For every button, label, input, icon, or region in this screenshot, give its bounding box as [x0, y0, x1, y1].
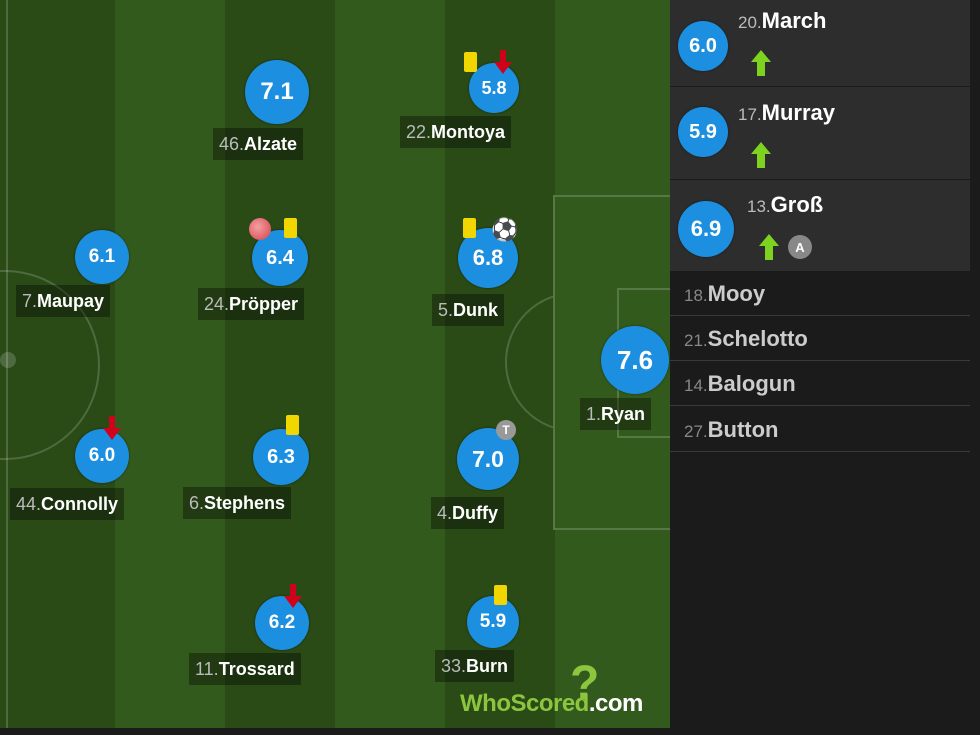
player-number: 17.	[738, 105, 762, 124]
player-name: Maupay	[37, 291, 105, 311]
player-name: Button	[707, 417, 779, 442]
player-number: 18.	[684, 286, 708, 305]
substitute-gross[interactable]: 6.9 13.Groß A	[670, 180, 970, 272]
player-number: 46.	[219, 134, 245, 154]
unused-sub-mooy[interactable]: 18.Mooy	[670, 272, 970, 316]
logo-text: WhoScored.com	[460, 690, 643, 718]
player-name-box: 33.Burn	[435, 650, 515, 682]
logo-text-domain: .com	[588, 690, 644, 717]
player-rating: 6.1	[75, 230, 129, 284]
player-number: 20.	[738, 13, 762, 32]
player-name: Montoya	[431, 122, 506, 142]
centre-spot	[0, 352, 16, 368]
player-name: Duffy	[452, 503, 499, 523]
player-number: 13.	[747, 197, 771, 216]
sub-on-icon	[751, 50, 771, 76]
player-number: 11.	[195, 659, 219, 679]
yellow-card-icon	[463, 218, 476, 238]
player-rating: 7.6	[601, 326, 669, 394]
bottom-border	[0, 728, 980, 735]
unused-sub-button[interactable]: 27.Button	[670, 408, 970, 452]
player-number: 24.	[204, 294, 230, 314]
unused-sub-balogun[interactable]: 14.Balogun	[670, 362, 970, 406]
player-rating: 6.9	[678, 201, 734, 257]
substitute-murray[interactable]: 5.9 17.Murray	[670, 87, 970, 180]
player-name-box: 46.Alzate	[213, 128, 304, 160]
logo-text-main: WhoScored	[460, 690, 589, 717]
goal-ball-icon: ⚽	[491, 217, 519, 242]
player-number: 1.	[586, 404, 602, 424]
sub-off-icon	[103, 416, 121, 440]
player-number: 44.	[16, 494, 42, 514]
player-name: Burn	[466, 656, 509, 676]
player-rating: 6.2	[255, 596, 309, 650]
substitute-march[interactable]: 6.0 20.March	[670, 0, 970, 87]
player-rating: 5.8	[469, 63, 519, 113]
player-name: Mooy	[707, 281, 766, 306]
player-name-box: 1.Ryan	[580, 398, 652, 430]
player-rating: 6.8	[458, 228, 518, 288]
player-name: Dunk	[453, 300, 499, 320]
player-name-box: 5.Dunk	[432, 294, 505, 326]
substitute-name: 20.March	[738, 8, 826, 34]
whoscored-logo: ? WhoScored.com	[460, 657, 660, 718]
player-number: 14.	[684, 376, 708, 395]
player-name-box: 4.Duffy	[431, 497, 505, 529]
yellow-card-icon	[286, 415, 299, 435]
player-rating: 6.3	[253, 429, 309, 485]
substitute-name: 17.Murray	[738, 100, 835, 126]
sub-on-icon	[759, 234, 779, 260]
player-number: 6.	[189, 493, 205, 513]
player-number: 33.	[441, 656, 467, 676]
player-rating: 6.0	[678, 21, 728, 71]
player-name: Groß	[770, 192, 824, 217]
player-name-box: 11.Trossard	[189, 653, 301, 685]
player-name: Alzate	[244, 134, 298, 154]
player-name: Balogun	[707, 371, 796, 396]
substitute-name: 13.Groß	[747, 192, 823, 218]
pitch: 7.1 46.Alzate 5.8 22.Montoya 6.1 7.Maupa…	[0, 0, 670, 728]
player-name: Trossard	[218, 659, 295, 679]
player-rating: 5.9	[678, 107, 728, 157]
player-rating: 6.0	[75, 429, 129, 483]
player-name: Pröpper	[229, 294, 299, 314]
player-rating: 5.9	[467, 596, 519, 648]
player-number: 22.	[406, 122, 432, 142]
player-name: Murray	[761, 100, 835, 125]
player-name: March	[761, 8, 827, 33]
boot-icon	[249, 218, 271, 240]
substitutes-panel: 6.0 20.March 5.9 17.Murray 6.9 13.Groß A…	[670, 0, 980, 735]
player-rating: 7.1	[245, 60, 309, 124]
yellow-card-icon	[494, 585, 507, 605]
sub-off-icon	[494, 50, 512, 74]
tackle-badge-icon: T	[496, 420, 516, 440]
player-number: 21.	[684, 331, 708, 350]
sub-on-icon	[751, 142, 771, 168]
player-name: Ryan	[601, 404, 646, 424]
yellow-card-icon	[284, 218, 297, 238]
player-name: Stephens	[204, 493, 286, 513]
logo-question-mark-icon: ?	[570, 657, 600, 710]
player-number: 27.	[684, 422, 708, 441]
player-name: Schelotto	[707, 326, 808, 351]
player-name-box: 44.Connolly	[10, 488, 125, 520]
sub-off-icon	[284, 584, 302, 608]
player-number: 7.	[22, 291, 38, 311]
player-name-box: 22.Montoya	[400, 116, 512, 148]
assist-badge-icon: A	[788, 235, 812, 259]
player-name-box: 24.Pröpper	[198, 288, 305, 320]
player-name: Connolly	[41, 494, 119, 514]
player-number: 4.	[437, 503, 453, 523]
player-name-box: 6.Stephens	[183, 487, 292, 519]
player-name-box: 7.Maupay	[16, 285, 111, 317]
unused-sub-schelotto[interactable]: 21.Schelotto	[670, 317, 970, 361]
player-number: 5.	[438, 300, 454, 320]
yellow-card-icon	[464, 52, 477, 72]
